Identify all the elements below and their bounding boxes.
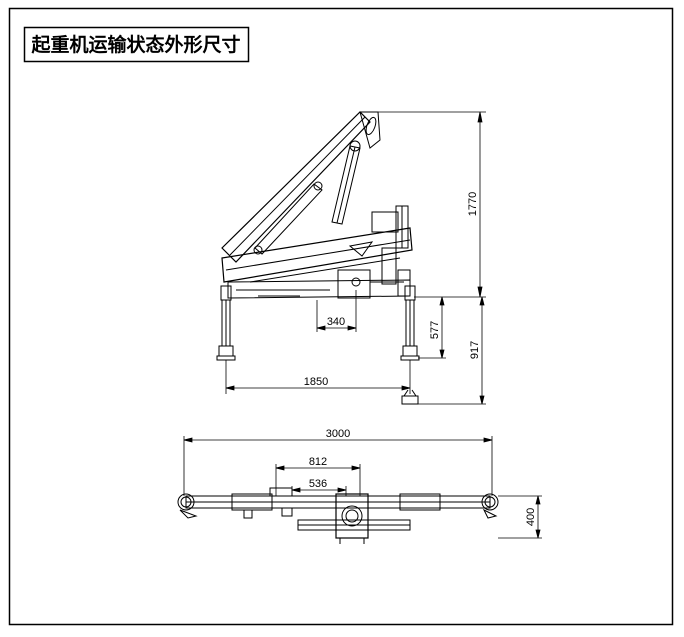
dim-1850-label: 1850	[304, 376, 328, 388]
dim-536-label: 536	[309, 478, 327, 490]
left-outrigger	[216, 285, 236, 361]
right-foot-pad	[481, 493, 499, 511]
right-outrigger	[400, 285, 420, 405]
main-boom	[221, 111, 371, 263]
dim-577-label: 577	[429, 321, 441, 339]
base-frame	[227, 279, 411, 299]
drawing-title: 起重机运输状态外形尺寸	[30, 33, 240, 56]
dim-340-label: 340	[327, 316, 345, 328]
sheet-border	[8, 7, 674, 626]
crane-side-view	[216, 111, 420, 405]
dim-812-label: 812	[309, 456, 327, 468]
side-view-dimensions: 1770 577 917 340 1850	[225, 111, 486, 405]
dim-400-label: 400	[525, 508, 537, 526]
title-block: 起重机运输状态外形尺寸	[23, 26, 250, 63]
dim-1770-label: 1770	[467, 192, 479, 216]
slewing-column	[381, 247, 397, 285]
crane-top-view	[177, 487, 499, 544]
control-valve	[371, 211, 399, 233]
dim-3000-label: 3000	[326, 428, 350, 440]
dim-917-label: 917	[469, 341, 481, 359]
top-view-dimensions: 3000 812 536 400	[183, 428, 542, 539]
left-foot-pad	[177, 493, 195, 511]
slewing-base	[335, 493, 369, 539]
telescopic-boom	[221, 227, 413, 283]
